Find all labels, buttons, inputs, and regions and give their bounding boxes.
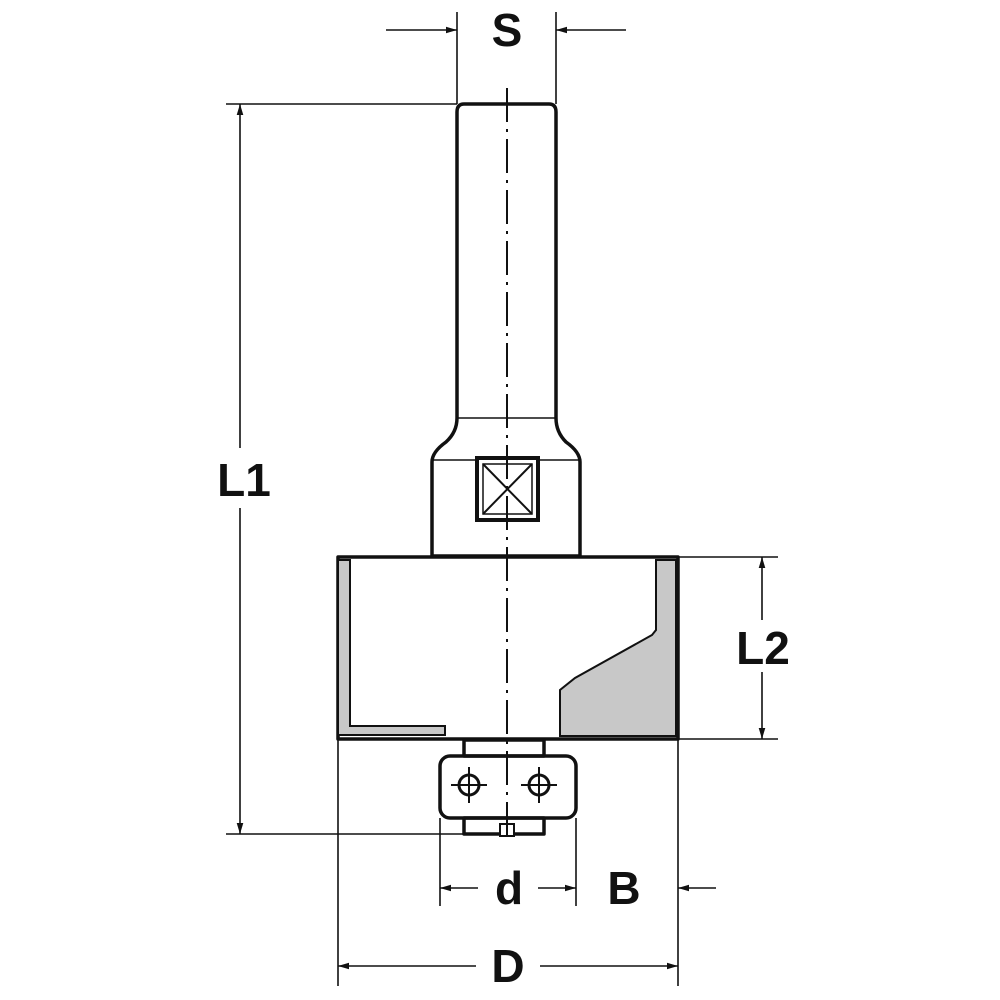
- dimension-d-large: D: [338, 940, 678, 992]
- label-d-small: d: [495, 862, 523, 914]
- dimension-b: B: [607, 862, 716, 914]
- dimension-l1: L1: [212, 104, 272, 834]
- dimension-d-small: d: [440, 862, 576, 914]
- label-s: S: [492, 4, 523, 56]
- screw-right: [521, 767, 557, 803]
- dimension-l2: L2: [732, 557, 792, 739]
- label-d-large: D: [491, 940, 524, 992]
- label-l2: L2: [736, 622, 790, 674]
- dimension-s: S: [386, 4, 626, 56]
- label-l1: L1: [217, 454, 271, 506]
- screw-left: [451, 767, 487, 803]
- extension-lines: [226, 12, 778, 986]
- label-b: B: [607, 862, 640, 914]
